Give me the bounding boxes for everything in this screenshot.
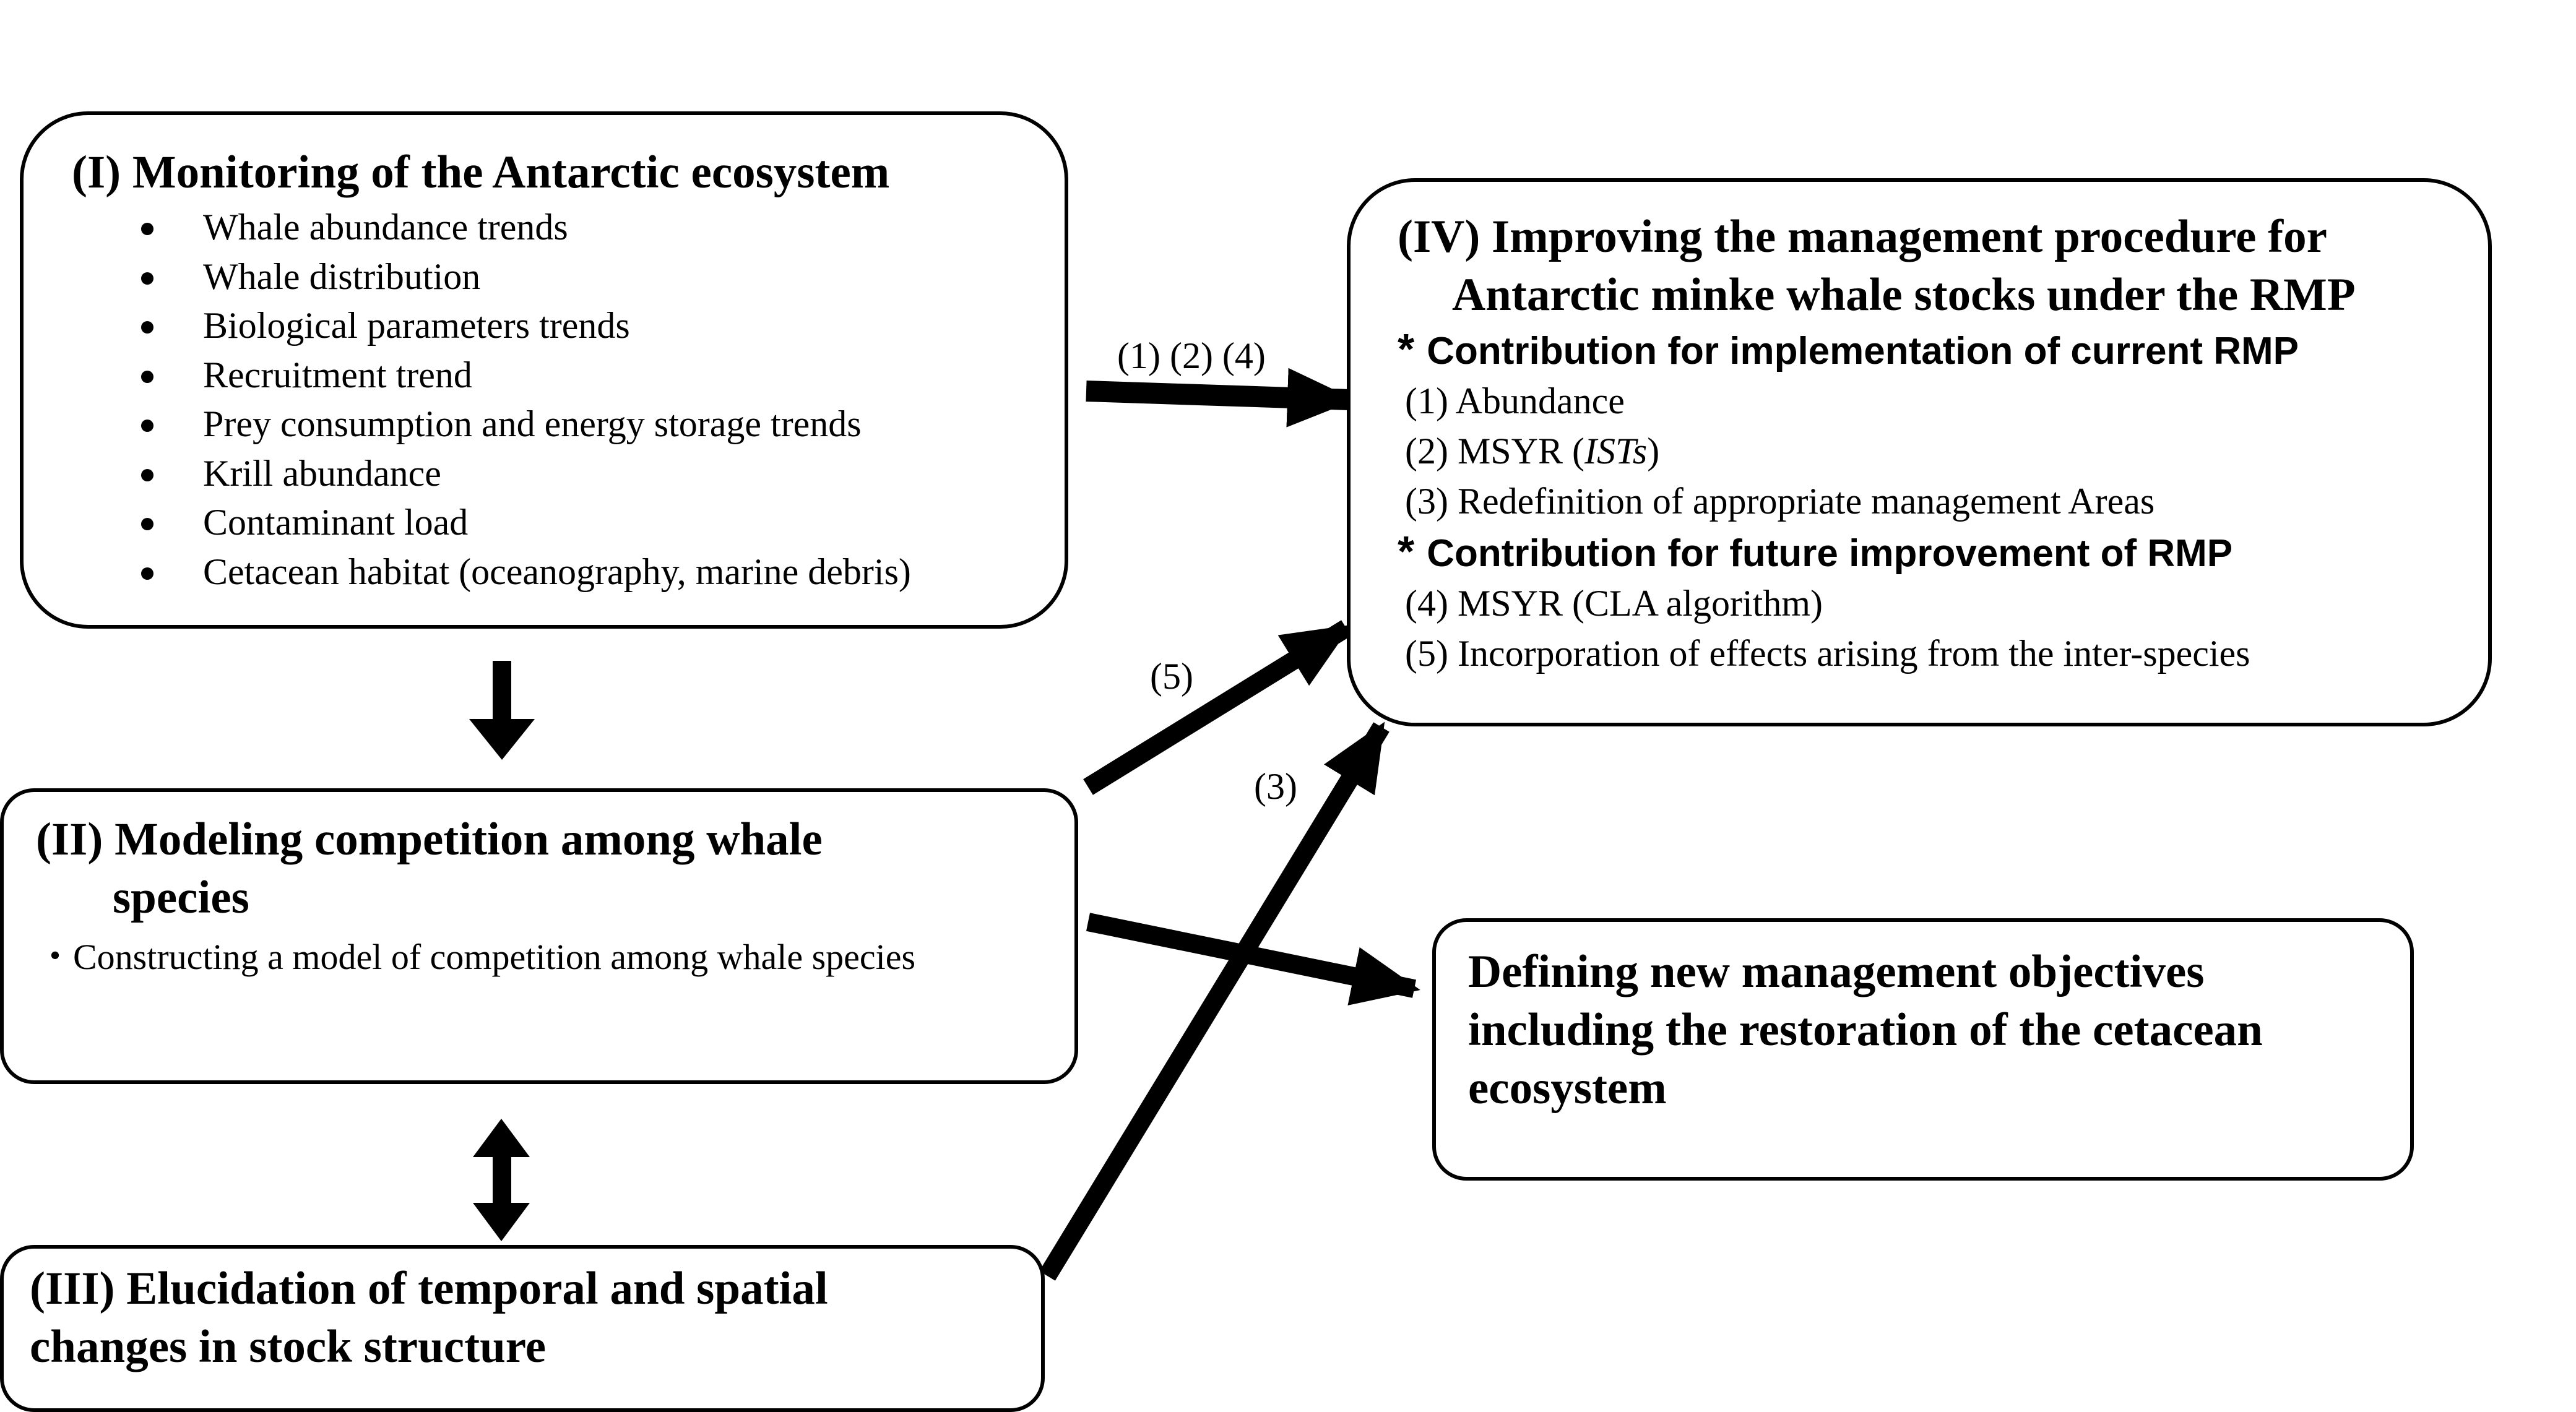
box-stock-structure: (III) Elucidation of temporal and spatia… [0, 1245, 1045, 1412]
arrow-box3-to-box4 [1039, 721, 1390, 1281]
section-future-rmp: *Contribution for future improvement of … [1398, 527, 2233, 575]
label-arrow-3: (3) [1254, 766, 1297, 807]
list-item: Cetacean habitat (oceanography, marine d… [24, 548, 1063, 597]
box-new-objectives: Defining new management objectives inclu… [1432, 918, 2414, 1181]
item-redefinition-areas: (3) Redefinition of appropriate manageme… [1405, 481, 2155, 522]
box-monitoring: (I) Monitoring of the Antarctic ecosyste… [20, 111, 1068, 629]
list-item: Recruitment trend [24, 351, 1063, 400]
arrow-box2-to-box4 [1083, 620, 1352, 795]
item-msyr-ists: (2) MSYR (ISTs) [1405, 431, 1660, 471]
modeling-item: ・Constructing a model of competition amo… [37, 937, 916, 977]
box-modeling-title: (II) Modeling competition among whale sp… [36, 814, 823, 923]
box-management-title: (IV) Improving the management procedure … [1398, 211, 2356, 321]
arrow-box1-to-box4 [1086, 368, 1355, 428]
label-arrow-1-2-4: (1) (2) (4) [1117, 335, 1266, 376]
monitoring-list: Whale abundance trends Whale distributio… [24, 203, 1063, 596]
list-item: Prey consumption and energy storage tren… [24, 400, 1063, 449]
item-msyr-cla: (4) MSYR (CLA algorithm) [1405, 583, 1823, 624]
box-modeling: (II) Modeling competition among whale sp… [0, 788, 1078, 1084]
box-new-objectives-title: Defining new management objectives inclu… [1468, 946, 2263, 1114]
box-management-procedure: (IV) Improving the management procedure … [1347, 178, 2492, 726]
list-item: Krill abundance [24, 449, 1063, 499]
item-inter-species-effects: (5) Incorporation of effects arising fro… [1405, 633, 2250, 674]
box-stock-structure-title: (III) Elucidation of temporal and spatia… [30, 1263, 828, 1372]
list-item: Contaminant load [24, 498, 1063, 548]
list-item: Whale distribution [24, 252, 1063, 302]
list-item: Biological parameters trends [24, 301, 1063, 351]
item-abundance: (1) Abundance [1405, 381, 1625, 421]
list-item: Whale abundance trends [24, 203, 1063, 252]
arrow-box1-to-box2 [469, 661, 535, 760]
box-monitoring-title: (I) Monitoring of the Antarctic ecosyste… [72, 147, 890, 198]
label-arrow-5: (5) [1150, 656, 1193, 697]
arrow-box2-to-box5 [1086, 913, 1420, 1005]
arrow-box2-box3-bidirectional [473, 1119, 530, 1241]
section-current-rmp: *Contribution for implementation of curr… [1398, 325, 2299, 373]
